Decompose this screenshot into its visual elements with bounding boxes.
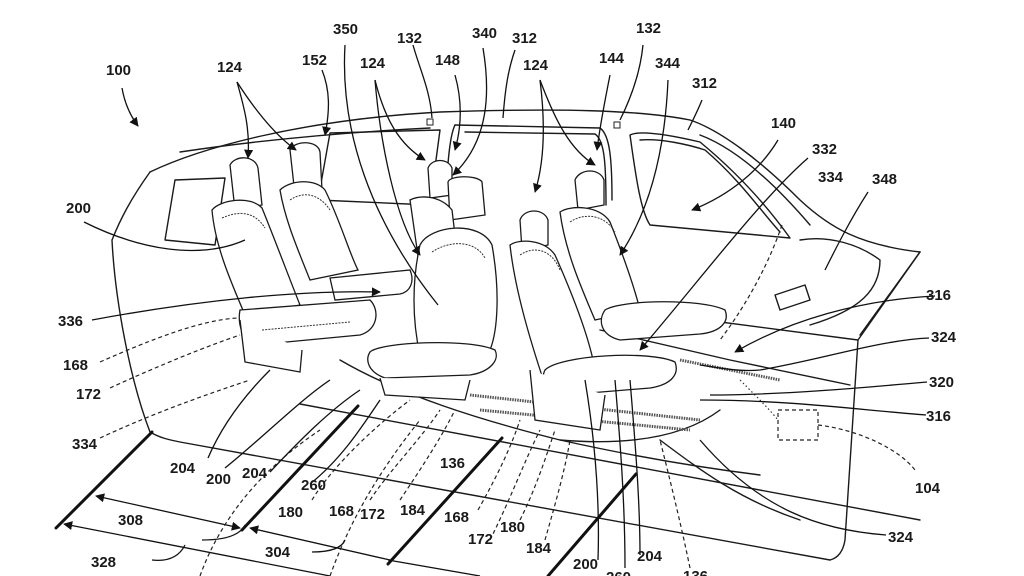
- label-312: 312: [512, 30, 537, 47]
- label-172: 172: [76, 386, 101, 403]
- seat-middle-right: [509, 210, 677, 431]
- label-204: 204: [242, 465, 268, 482]
- label-316: 316: [926, 287, 951, 304]
- label-200: 200: [66, 200, 91, 217]
- leader-lines: [83, 44, 936, 569]
- label-124: 124: [217, 59, 243, 76]
- label-334: 334: [818, 169, 844, 186]
- label-124: 124: [523, 57, 549, 74]
- label-316: 316: [926, 408, 951, 425]
- label-180: 180: [278, 504, 303, 521]
- label-168: 168: [329, 503, 354, 520]
- label-184: 184: [526, 540, 552, 557]
- reference-numerals: 100 124 152 350 124 132 148 340 312 124 …: [58, 20, 957, 576]
- label-168: 168: [63, 357, 88, 374]
- label-340: 340: [472, 25, 497, 42]
- seat-rear-left: [211, 157, 377, 373]
- label-148: 148: [435, 52, 460, 69]
- seat-rear-right: [279, 142, 413, 301]
- label-260: 260: [606, 569, 631, 576]
- label-200: 200: [206, 471, 231, 488]
- label-260: 260: [301, 477, 326, 494]
- label-350: 350: [333, 21, 358, 38]
- label-104: 104: [915, 480, 941, 497]
- label-324: 324: [931, 329, 957, 346]
- label-184: 184: [400, 502, 426, 519]
- label-180: 180: [500, 519, 525, 536]
- label-312: 312: [692, 75, 717, 92]
- label-124: 124: [360, 55, 386, 72]
- label-304: 304: [265, 544, 291, 561]
- label-348: 348: [872, 171, 897, 188]
- label-320: 320: [929, 374, 954, 391]
- label-144: 144: [599, 50, 625, 67]
- label-334: 334: [72, 436, 98, 453]
- label-336: 336: [58, 313, 83, 330]
- label-132: 132: [636, 20, 661, 37]
- label-204: 204: [170, 460, 196, 477]
- seat-center-front-facing: [367, 227, 498, 401]
- label-204: 204: [637, 548, 663, 565]
- seat-front-right: [559, 170, 727, 341]
- label-172: 172: [360, 506, 385, 523]
- label-140: 140: [771, 115, 796, 132]
- label-152: 152: [302, 52, 327, 69]
- dimension-lines: [54, 403, 921, 576]
- label-136: 136: [440, 455, 465, 472]
- label-344: 344: [655, 55, 681, 72]
- label-136: 136: [683, 568, 708, 576]
- label-172: 172: [468, 531, 493, 548]
- label-168: 168: [444, 509, 469, 526]
- label-324: 324: [888, 529, 914, 546]
- label-308: 308: [118, 512, 143, 529]
- label-100: 100: [106, 62, 131, 79]
- label-332: 332: [812, 141, 837, 158]
- label-328: 328: [91, 554, 116, 571]
- label-200: 200: [573, 556, 598, 573]
- label-132: 132: [397, 30, 422, 47]
- wiring-paths: [99, 224, 783, 576]
